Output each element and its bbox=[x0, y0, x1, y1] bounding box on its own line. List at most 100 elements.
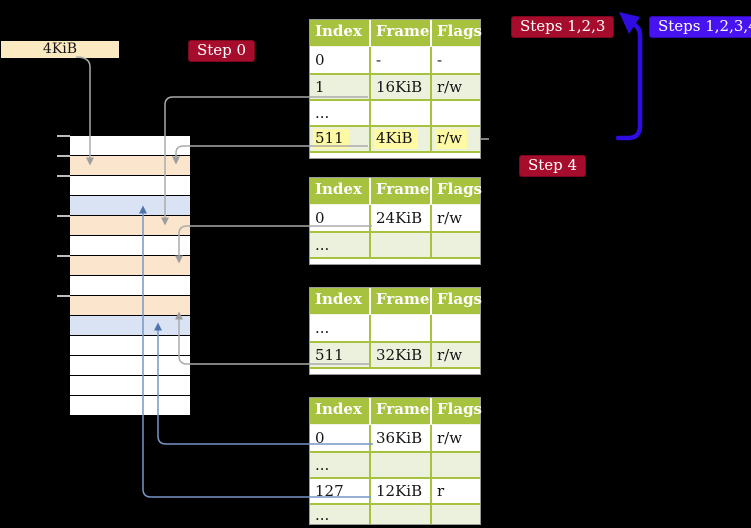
memory-row bbox=[70, 236, 190, 255]
table-header: Index Frame Flags bbox=[310, 20, 482, 47]
column-header: Index bbox=[310, 178, 371, 204]
memory-row bbox=[70, 256, 190, 275]
column-header: Frame bbox=[371, 178, 432, 204]
cell-flags: r/w bbox=[437, 209, 463, 227]
clipped-row bbox=[310, 151, 480, 158]
memory-tick bbox=[57, 175, 70, 177]
cell-flags: r bbox=[437, 482, 445, 500]
table-row: 511 32KiB r/w bbox=[310, 341, 480, 367]
table-row: 1 16KiB r/w bbox=[310, 73, 480, 99]
cell-index: ... bbox=[310, 453, 371, 477]
memory-tick bbox=[57, 155, 70, 157]
cell-index: ... bbox=[310, 101, 371, 125]
recursive-loop-arrowhead bbox=[619, 12, 640, 34]
page-table-4: Index Frame Flags 0 36KiB r/w ... 127 12… bbox=[309, 397, 482, 525]
memory-tick bbox=[57, 295, 70, 297]
memory-tick bbox=[57, 215, 70, 217]
memory-tick bbox=[57, 135, 70, 137]
table-header: Index Frame Flags bbox=[310, 398, 482, 425]
table-row: 0 36KiB r/w bbox=[310, 425, 480, 451]
table-header: Index Frame Flags bbox=[310, 288, 482, 315]
cell-index: 127 bbox=[310, 479, 371, 503]
cell-frame bbox=[371, 101, 432, 125]
cell-frame: 36KiB bbox=[371, 425, 432, 451]
badge-step-4: Step 4 bbox=[519, 155, 587, 177]
memory-row bbox=[70, 276, 190, 295]
memory-row bbox=[70, 136, 190, 155]
column-header: Flags bbox=[437, 290, 482, 308]
cell-index: ... bbox=[310, 315, 371, 341]
cell-frame: 12KiB bbox=[371, 479, 432, 503]
cell-index: 0 bbox=[310, 205, 371, 231]
table-row: ... bbox=[310, 451, 480, 477]
cell-flags: r/w bbox=[437, 78, 463, 96]
cell-frame bbox=[371, 315, 432, 341]
memory-row bbox=[70, 336, 190, 355]
badge-steps-1-2-3-4: Steps 1,2,3,4 bbox=[649, 16, 751, 38]
memory-row bbox=[70, 196, 190, 215]
cell-frame: 16KiB bbox=[371, 75, 432, 99]
cell-frame: 4KiB bbox=[371, 127, 432, 151]
cell-frame: 32KiB bbox=[371, 343, 432, 367]
table-row: 0 24KiB r/w bbox=[310, 205, 480, 231]
column-header: Index bbox=[310, 20, 371, 46]
cell-index: ... bbox=[310, 505, 371, 524]
table-row: ... bbox=[310, 503, 480, 524]
cell-index: 0 bbox=[310, 425, 371, 451]
cell-flags bbox=[432, 315, 480, 341]
cell-frame: 24KiB bbox=[371, 205, 432, 231]
badge-steps-1-2-3: Steps 1,2,3 bbox=[511, 16, 615, 38]
memory-column bbox=[70, 136, 190, 416]
clipped-row bbox=[310, 257, 480, 264]
page-table-3: Index Frame Flags ... 511 32KiB r/w bbox=[309, 287, 482, 375]
table-row-recursive-entry: 511 4KiB r/w bbox=[310, 125, 480, 151]
cell-index: 0 bbox=[310, 47, 371, 73]
clipped-row bbox=[310, 367, 480, 374]
recursive-loop-arrow bbox=[615, 21, 643, 141]
highlight: 511 bbox=[313, 129, 349, 149]
memory-row bbox=[70, 396, 190, 415]
table-row: ... bbox=[310, 99, 480, 125]
cell-flags: r/w bbox=[432, 127, 480, 151]
highlight: 4KiB bbox=[374, 129, 418, 149]
cell-index: ... bbox=[310, 233, 371, 257]
column-header: Flags bbox=[437, 400, 482, 418]
cell-flags: r/w bbox=[437, 346, 463, 364]
memory-row bbox=[70, 216, 190, 235]
table-row: 0 - - bbox=[310, 47, 480, 73]
memory-row bbox=[70, 296, 190, 315]
table-row: ... bbox=[310, 315, 480, 341]
column-header: Frame bbox=[371, 398, 432, 424]
cell-frame bbox=[371, 233, 432, 257]
table-row: ... bbox=[310, 231, 480, 257]
memory-tick bbox=[57, 255, 70, 257]
memory-row bbox=[70, 156, 190, 175]
cell-flags bbox=[432, 233, 480, 257]
cell-flags bbox=[432, 505, 480, 524]
badge-step-0: Step 0 bbox=[188, 40, 256, 62]
page-size-label: 4KiB bbox=[1, 41, 119, 58]
highlight: r/w bbox=[435, 129, 468, 149]
column-header: Frame bbox=[371, 20, 432, 46]
cell-index: 511 bbox=[310, 343, 371, 367]
column-header: Flags bbox=[437, 22, 482, 40]
table-row: 127 12KiB r bbox=[310, 477, 480, 503]
memory-row bbox=[70, 356, 190, 375]
memory-row bbox=[70, 176, 190, 195]
cell-frame: - bbox=[371, 47, 432, 73]
table-header: Index Frame Flags bbox=[310, 178, 482, 205]
cell-index: 1 bbox=[310, 75, 371, 99]
page-table-1: Index Frame Flags 0 - - 1 16KiB r/w ... … bbox=[309, 19, 482, 159]
cell-flags: - bbox=[437, 51, 443, 69]
cell-frame bbox=[371, 505, 432, 524]
memory-row bbox=[70, 376, 190, 395]
cell-frame bbox=[371, 453, 432, 477]
cell-flags bbox=[432, 453, 480, 477]
column-header: Frame bbox=[371, 288, 432, 314]
column-header: Flags bbox=[437, 180, 482, 198]
cell-flags: r/w bbox=[437, 429, 463, 447]
cell-flags bbox=[432, 101, 480, 125]
page-table-2: Index Frame Flags 0 24KiB r/w ... bbox=[309, 177, 482, 265]
column-header: Index bbox=[310, 288, 371, 314]
